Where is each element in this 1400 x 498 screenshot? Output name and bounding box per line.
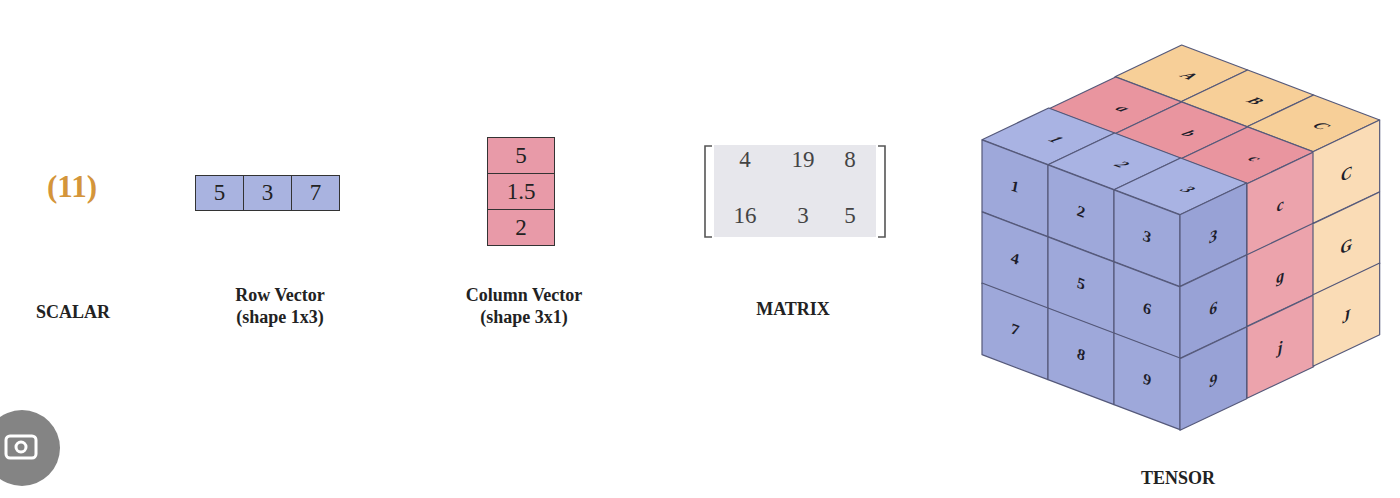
cell-outline bbox=[1313, 263, 1380, 366]
cell-value: 9 bbox=[1143, 371, 1151, 390]
cell-outline bbox=[1247, 295, 1314, 398]
camera-lens bbox=[16, 442, 26, 452]
tensor-cell: 7 bbox=[982, 283, 1048, 380]
scalar-value: (11) bbox=[47, 168, 97, 205]
caption: TENSOR bbox=[1141, 468, 1215, 490]
camera-body bbox=[6, 436, 36, 458]
cell-value: 8 bbox=[1077, 346, 1085, 365]
cell-value: 5 bbox=[214, 180, 226, 206]
matrix-panel bbox=[714, 145, 876, 237]
tensor-cell: 8 bbox=[1048, 308, 1114, 405]
tensor-cell: j bbox=[1247, 295, 1314, 398]
tensor-cell: 9 bbox=[1180, 327, 1247, 430]
cell-value: j bbox=[1278, 339, 1282, 357]
cell-value: 3 bbox=[262, 180, 274, 206]
cell-value: 4 bbox=[1011, 249, 1019, 268]
camera-badge bbox=[0, 410, 60, 486]
tensor-cell: J bbox=[1313, 263, 1380, 366]
matrix-bracket bbox=[705, 146, 712, 237]
vector-cell: 3 bbox=[243, 175, 292, 211]
matrix-entry: 19 bbox=[792, 146, 815, 174]
vector-cell: 5 bbox=[195, 175, 244, 211]
cell-value: 7 bbox=[310, 180, 322, 206]
vector-cell: 1.5 bbox=[487, 173, 555, 210]
vector-cell: 2 bbox=[487, 209, 555, 246]
cell-value: 1 bbox=[1011, 177, 1019, 196]
matrix-entry: 3 bbox=[797, 202, 809, 230]
cell-value: 5 bbox=[1077, 274, 1085, 293]
cell-value: 9 bbox=[1209, 370, 1217, 390]
camera-icon bbox=[0, 410, 60, 486]
cell-value: 7 bbox=[1011, 321, 1019, 340]
cell-value: c bbox=[1276, 195, 1283, 214]
caption: Row Vector (shape 1x3) bbox=[219, 285, 341, 328]
vector-cell: 7 bbox=[291, 175, 340, 211]
caption: MATRIX bbox=[756, 299, 830, 321]
matrix-entry: 5 bbox=[844, 202, 856, 230]
cell-value: 1.5 bbox=[507, 179, 536, 205]
caption: Column Vector (shape 3x1) bbox=[453, 285, 595, 328]
cell-outline bbox=[982, 283, 1048, 380]
cell-value: 2 bbox=[1077, 202, 1085, 221]
cell-outline bbox=[1114, 333, 1180, 430]
cell-value: 2 bbox=[515, 215, 527, 241]
cell-value: 5 bbox=[515, 143, 527, 169]
vector-cell: 5 bbox=[487, 137, 555, 174]
cell-value: 3 bbox=[1143, 227, 1151, 246]
tensor-cell: 9 bbox=[1114, 333, 1180, 430]
matrix-bracket bbox=[878, 146, 885, 237]
cell-outline bbox=[1048, 308, 1114, 405]
caption: SCALAR bbox=[36, 302, 110, 324]
matrix-entry: 8 bbox=[844, 146, 856, 174]
matrix-entry: 4 bbox=[739, 146, 751, 174]
cell-value: 6 bbox=[1143, 299, 1151, 318]
cell-outline bbox=[1180, 327, 1247, 430]
matrix-entry: 16 bbox=[734, 202, 757, 230]
